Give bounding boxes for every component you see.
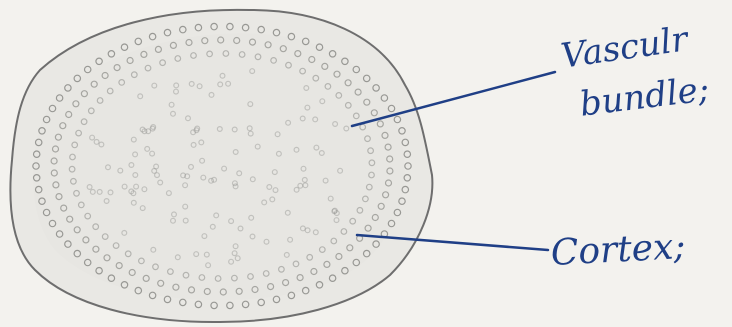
- cortex-label: Cortex;: [550, 229, 686, 272]
